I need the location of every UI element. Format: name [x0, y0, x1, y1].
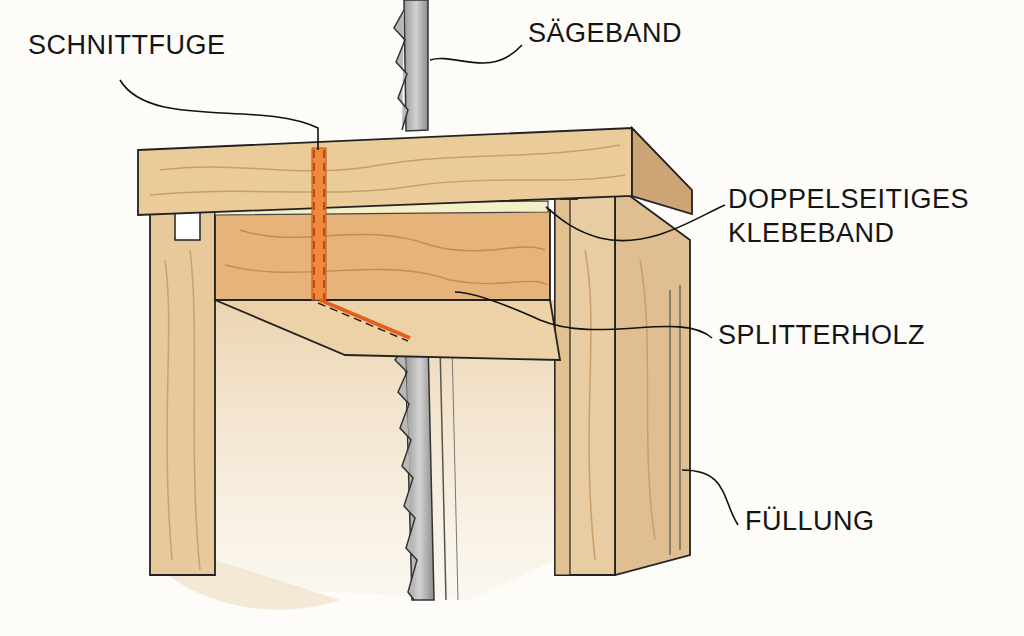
part-label: DOPPELSEITIGES KLEBEBAND: [728, 182, 1008, 250]
part-label: SCHNITTFUGE: [28, 28, 348, 62]
panel-line: [670, 285, 680, 555]
leader-line: [120, 80, 318, 150]
leader-line: [682, 470, 738, 525]
saw-teeth: [394, 10, 408, 130]
kerf-line: [318, 303, 408, 341]
kerf: [320, 300, 410, 338]
blade-back: [452, 345, 458, 600]
wood-grain: [165, 250, 200, 570]
part-label: FÜLLUNG: [745, 504, 1005, 538]
splinter-wood-front: [215, 210, 550, 300]
splinter-wood-bottom: [215, 300, 560, 360]
leader-line: [455, 292, 712, 338]
side-board: [150, 185, 215, 575]
kerf: [312, 148, 326, 300]
panel-edge: [555, 180, 570, 575]
saw-teeth: [395, 345, 417, 600]
wood-grain: [585, 250, 655, 560]
leader-line: [546, 205, 725, 241]
top-board-end: [632, 128, 692, 214]
wood-grain: [150, 145, 625, 195]
blade-back: [440, 345, 446, 600]
wood-grain: [225, 230, 548, 285]
top-board: [138, 128, 632, 215]
part-label: SÄGEBAND: [528, 16, 788, 50]
leader-line: [430, 45, 522, 63]
part-label: SPLITTERHOLZ: [718, 318, 1008, 352]
kerf-line: [314, 150, 324, 300]
